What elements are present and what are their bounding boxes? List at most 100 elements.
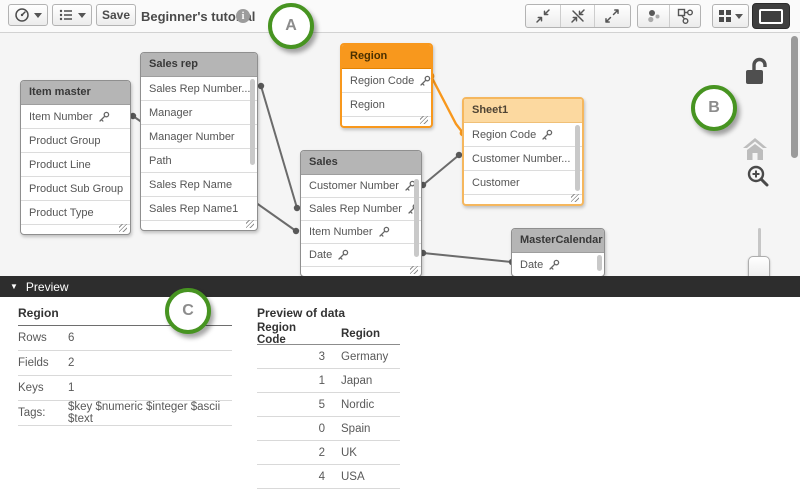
internal-view-button[interactable]: [638, 5, 669, 27]
table-header[interactable]: Sales: [301, 151, 421, 175]
navigation-menu-button[interactable]: [8, 4, 48, 26]
field-row[interactable]: Manager: [141, 100, 257, 124]
table-item-master[interactable]: Item master Item Number Product Group Pr…: [20, 80, 131, 235]
field-row[interactable]: Path: [141, 148, 257, 172]
field-row[interactable]: Product Line: [21, 152, 130, 176]
column-header: Region: [341, 328, 380, 340]
summary-row: Fields 2: [18, 351, 232, 376]
table-scrollbar[interactable]: [250, 79, 255, 165]
zoom-slider-handle[interactable]: [748, 256, 770, 276]
field-row[interactable]: Sales Rep Name: [141, 172, 257, 196]
table-header[interactable]: Region: [342, 45, 431, 69]
home-icon: [743, 138, 767, 160]
field-row[interactable]: Product Group: [21, 128, 130, 152]
table-header[interactable]: Item master: [21, 81, 130, 105]
connector-salesrep-sales: [260, 85, 298, 209]
grid-menu-icon: [719, 10, 731, 22]
field-row[interactable]: Customer: [464, 170, 582, 194]
chevron-down-icon: [34, 12, 42, 18]
bubbles-icon: [647, 10, 659, 23]
annotation-b-badge: B: [691, 85, 737, 131]
data-row: 4 USA: [257, 465, 400, 489]
expand-all-button[interactable]: [594, 5, 628, 27]
chevron-down-icon: [735, 13, 743, 19]
field-row[interactable]: Region Code: [464, 123, 582, 146]
grid-menu-group: [712, 4, 749, 28]
table-header[interactable]: MasterCalendar: [512, 229, 604, 253]
field-row[interactable]: Item Number: [21, 105, 130, 128]
annotation-c-badge: C: [165, 288, 211, 334]
key-icon: [337, 249, 349, 261]
preview-panel-body: Region Rows 6 Fields 2 Keys 1 Tags: $key…: [0, 297, 800, 489]
top-toolbar: Save Beginner's tutorial i: [0, 0, 800, 33]
data-preview-header-row: Region Code Region: [257, 322, 400, 346]
field-row[interactable]: Product Sub Group: [21, 176, 130, 200]
resize-handle-icon[interactable]: [246, 220, 254, 228]
auto-layout-button[interactable]: [669, 5, 700, 27]
zoom-in-button[interactable]: [746, 164, 772, 195]
table-header[interactable]: Sheet1: [464, 99, 582, 123]
field-row[interactable]: Sales Rep Number: [301, 197, 421, 220]
zoom-slider-track[interactable]: [758, 228, 761, 276]
field-row[interactable]: Region Code: [342, 69, 431, 92]
compass-icon: [15, 8, 29, 22]
table-sales-rep[interactable]: Sales rep Sales Rep Number... Manager Ma…: [140, 52, 258, 231]
field-row[interactable]: Product Type: [21, 200, 130, 224]
data-model-canvas[interactable]: Item master Item Number Product Group Pr…: [0, 32, 800, 276]
show-linked-fields-button[interactable]: [560, 5, 594, 27]
field-row[interactable]: Customer Number...: [464, 146, 582, 170]
grid-view-button[interactable]: [713, 5, 748, 27]
table-header[interactable]: Sales rep: [141, 53, 257, 77]
canvas-scrollbar[interactable]: [791, 36, 798, 158]
toggle-preview-button[interactable]: [752, 3, 790, 29]
table-region[interactable]: Region Region Code Region: [340, 43, 433, 128]
column-header: Region Code: [257, 322, 296, 346]
field-row[interactable]: Date: [301, 243, 421, 266]
resize-handle-icon[interactable]: [420, 116, 428, 124]
connector-sheet1-sales: [422, 154, 460, 186]
field-row[interactable]: Customer Number: [301, 175, 421, 197]
connector-sales-mastercalendar: [422, 252, 513, 263]
key-icon: [541, 129, 553, 141]
data-row: 1 Japan: [257, 369, 400, 393]
field-row[interactable]: Sales Rep Number...: [149, 82, 251, 95]
table-scrollbar[interactable]: [575, 125, 580, 191]
table-master-calendar[interactable]: MasterCalendar Date: [511, 228, 605, 276]
expand-collapse-group: [525, 4, 631, 28]
data-preview-title: Preview of data: [257, 306, 346, 320]
resize-handle-icon[interactable]: [119, 224, 127, 232]
bullet-list-icon: [59, 9, 72, 21]
key-icon: [98, 111, 110, 123]
table-sales[interactable]: Sales Customer Number Sales Rep Number I…: [300, 150, 422, 276]
resize-handle-icon[interactable]: [571, 194, 579, 202]
arrows-outward-icon: [604, 9, 619, 23]
field-row[interactable]: Sales Rep Name1: [141, 196, 257, 220]
data-preview-table: Preview of data Region Code Region 3 Ger…: [257, 306, 400, 489]
key-icon: [378, 226, 390, 238]
annotation-a-badge: A: [268, 3, 314, 49]
field-row[interactable]: Manager Number: [141, 124, 257, 148]
field-row[interactable]: Region: [342, 92, 431, 116]
collapse-triangle-icon[interactable]: ▼: [10, 281, 18, 291]
collapse-all-button[interactable]: [526, 5, 560, 27]
field-row[interactable]: Date: [512, 253, 604, 276]
toggle-preview-icon: [759, 8, 783, 24]
resize-handle-icon[interactable]: [410, 266, 418, 274]
home-button[interactable]: [741, 136, 769, 167]
save-button[interactable]: Save: [96, 4, 136, 26]
key-icon: [548, 259, 560, 271]
data-row: 0 Spain: [257, 417, 400, 441]
table-sheet1[interactable]: Sheet1 Region Code Customer Number... Cu…: [462, 97, 584, 206]
auto-layout-icon: [677, 8, 693, 24]
lock-layout-button[interactable]: [744, 56, 770, 93]
field-row[interactable]: Item Number: [301, 220, 421, 243]
preview-panel-header[interactable]: ▼ Preview: [0, 276, 800, 297]
list-menu-button[interactable]: [52, 4, 92, 26]
table-scrollbar[interactable]: [414, 179, 419, 257]
summary-row: Tags: $key $numeric $integer $ascii $tex…: [18, 401, 232, 426]
chevron-down-icon: [78, 12, 86, 18]
info-icon[interactable]: i: [236, 9, 250, 23]
data-row: 3 Germany: [257, 345, 400, 369]
table-scrollbar[interactable]: [597, 255, 602, 271]
